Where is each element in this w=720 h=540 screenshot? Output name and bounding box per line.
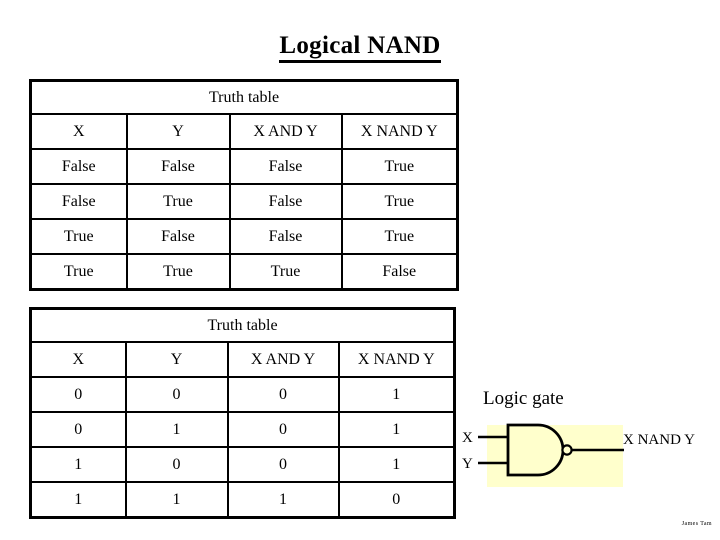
gate-backdrop [487,425,623,487]
column-header-x: X [29,113,128,150]
cell-nand: True [340,183,459,220]
cell-y: False [125,218,231,255]
table-row: False False False True [29,148,459,185]
column-header-x-nand-y: X NAND Y [340,113,459,150]
cell-y: False [125,148,231,185]
table-row: 0 0 0 1 [29,376,456,413]
column-header-y: Y [125,113,231,150]
truth-table-binary: Truth table X Y X AND Y X NAND Y 0 0 0 1… [29,307,457,519]
cell-x: 0 [29,376,127,413]
table-row: 1 0 0 1 [29,446,456,483]
inversion-bubble-icon [561,444,573,456]
page-title-text: Logical NAND [279,32,441,63]
cell-y: True [125,183,231,220]
cell-x: False [29,183,128,220]
column-header-x: X [29,341,127,378]
cell-nand: True [340,218,459,255]
column-header-y: Y [124,341,229,378]
gate-output-label: X NAND Y [623,432,695,448]
table-row: 1 1 1 0 [29,481,456,519]
page-title: Logical NAND [0,32,720,63]
cell-and: False [228,148,343,185]
cell-and: 0 [226,446,340,483]
cell-and: False [228,218,343,255]
table-row: True True True False [29,253,459,291]
column-header-x-and-y: X AND Y [226,341,340,378]
cell-x: True [29,218,128,255]
logic-gate-heading: Logic gate [483,388,564,409]
table-header-row: X Y X AND Y X NAND Y [29,113,459,150]
table-header-row: X Y X AND Y X NAND Y [29,341,456,378]
cell-x: False [29,148,128,185]
credit-text: James Tam [681,521,712,527]
cell-x: 0 [29,411,127,448]
cell-y: 1 [124,481,229,519]
gate-input-x-label: X [462,430,473,446]
cell-x: 1 [29,446,127,483]
cell-y: 0 [124,376,229,413]
table-row: True False False True [29,218,459,255]
and-gate-body [506,423,565,477]
table-row: 0 1 0 1 [29,411,456,448]
table-caption-row: Truth table [30,80,458,115]
cell-and: True [228,253,343,291]
cell-x: True [29,253,128,291]
cell-nand: True [340,148,459,185]
cell-and: 0 [226,376,340,413]
logic-gate-diagram: Logic gate X Y X NAND Y [460,388,720,498]
nand-gate-icon: X Y [462,423,624,477]
cell-y: 0 [124,446,229,483]
column-header-x-and-y: X AND Y [228,113,343,150]
column-header-x-nand-y: X NAND Y [337,341,456,378]
cell-and: 0 [226,411,340,448]
cell-x: 1 [29,481,127,519]
cell-nand: 1 [337,411,456,448]
table-row: False True False True [29,183,459,220]
cell-nand: 1 [337,376,456,413]
truth-table-caption: Truth table [30,80,458,115]
cell-nand: 1 [337,446,456,483]
cell-and: 1 [226,481,340,519]
cell-y: 1 [124,411,229,448]
cell-nand: False [340,253,459,291]
truth-table-words: Truth table X Y X AND Y X NAND Y False F… [29,79,460,291]
truth-table-caption: Truth table [30,308,455,343]
cell-nand: 0 [337,481,456,519]
gate-input-y-label: Y [462,456,473,472]
cell-and: False [228,183,343,220]
table-caption-row: Truth table [30,308,455,343]
cell-y: True [125,253,231,291]
